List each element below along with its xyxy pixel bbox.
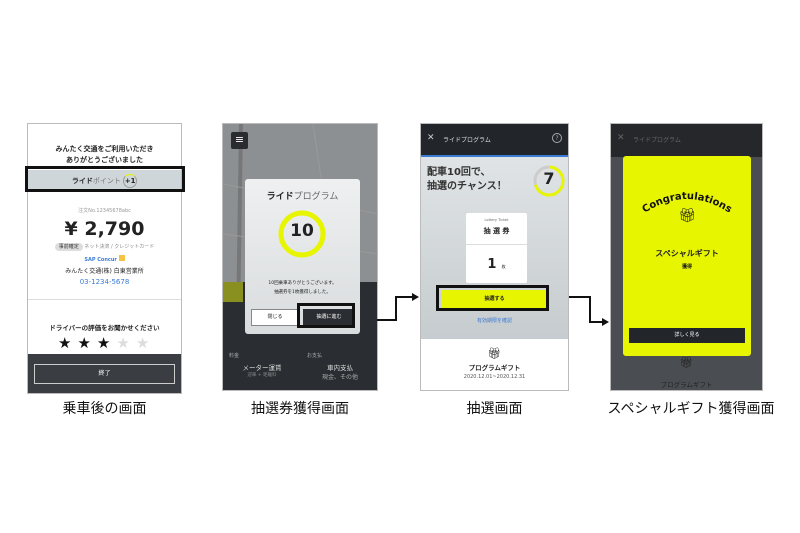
highlight-ride-points <box>25 166 185 192</box>
screen-ticket-acquired: ≡ 料金 メーター運賃 迎車 + 距離料 お支払 車内支払 現金、その他 ライド… <box>222 123 378 391</box>
gift-title: プログラムギフト <box>660 381 713 389</box>
view-details-button[interactable]: 詳しく見る <box>629 328 745 343</box>
check-expiry-link[interactable]: 有効期限を確認 <box>476 318 512 324</box>
ride-count: 7 <box>543 169 555 188</box>
caption-ticket-acquired: 抽選券獲得画面 <box>251 401 349 417</box>
progress-ring <box>278 210 326 258</box>
sap-concur-logo: SAP Concur <box>84 257 117 263</box>
fare-sub: 迎車 + 距離料 <box>247 373 277 378</box>
modal-title-light: プログラム <box>293 192 339 202</box>
close-icon[interactable]: ✕ <box>617 133 625 143</box>
congratulations-arc: Congratulations <box>640 191 733 216</box>
gift-icon: 🎁︎ <box>487 347 502 360</box>
star-icon[interactable]: ★ <box>96 334 117 352</box>
gift-period: 2020.12.01~2020.12.31 <box>463 374 526 380</box>
ride-count: 10 <box>290 221 314 241</box>
lottery-ticket: Lottery Ticket 抽 選 券 1 枚 <box>466 213 527 283</box>
obtained-label: 獲得 <box>681 264 692 270</box>
payment-value: 車内支払 <box>327 364 353 372</box>
star-icon[interactable]: ★ <box>116 334 136 352</box>
headline-2: 抽選のチャンス！ <box>427 181 507 192</box>
payment-badge: 事前確定 <box>54 243 83 251</box>
price: ¥ 2,790 <box>64 218 145 240</box>
modal-title-bold: ライド <box>266 192 294 202</box>
screen-special-gift: ✕ ライドプログラム 🎁︎ プログラムギフト Congratulations 🎁… <box>610 123 763 391</box>
ride-bold: ライド <box>71 177 93 185</box>
close-button[interactable]: 閉じる <box>251 309 299 326</box>
headline-1: 配車10回で、 <box>427 167 491 178</box>
star-icon[interactable]: ★ <box>58 334 78 352</box>
finish-button[interactable]: 終了 <box>34 364 175 384</box>
ticket-label-en: Lottery Ticket <box>484 218 509 222</box>
screen-after-ride: みんたく交通をご利用いただき ありがとうございました ライドポイント +1 注文… <box>27 123 182 394</box>
payment-label: お支払 <box>307 353 323 359</box>
caption-lottery: 抽選画面 <box>466 401 523 417</box>
header-title: ライドプログラム <box>633 137 681 144</box>
ride-points-bar[interactable]: ライドポイント +1 <box>28 170 181 192</box>
thanks-line-2: ありがとうございました <box>66 156 143 164</box>
gift-icon: 🎁︎ <box>679 356 694 369</box>
screen-lottery: ✕ ライドプログラム ? 配車10回で、 抽選のチャンス！ 7 Lottery … <box>420 123 569 391</box>
proceed-to-lottery-button[interactable]: 抽選に進む <box>303 309 355 326</box>
company-name: みんたく交通(株) 白東営業所 <box>65 268 144 275</box>
ticket-unit: 枚 <box>501 264 506 269</box>
special-gift-title: スペシャルギフト <box>655 249 719 258</box>
ticket-count: 1 <box>487 257 497 272</box>
fare-value: メーター運賃 <box>242 364 282 372</box>
star-icon[interactable]: ★ <box>135 334 156 352</box>
points-badge: +1 <box>123 174 138 188</box>
progress-ring <box>533 165 565 197</box>
concur-icon <box>118 255 125 261</box>
star-icon[interactable]: ★ <box>77 334 97 352</box>
highlight-draw <box>436 285 549 311</box>
ride-program-modal: ライドプログラム 10 10回乗車ありがとうございます。 抽選券を1枚獲得しまし… <box>245 179 360 334</box>
star-rating[interactable]: ★★★★★ <box>58 334 155 352</box>
help-icon[interactable]: ? <box>552 133 562 143</box>
gift-title: プログラムギフト <box>468 364 521 372</box>
payment-sub: 現金、その他 <box>321 374 358 381</box>
fare-label: 料金 <box>229 353 240 359</box>
highlight-proceed <box>297 303 355 328</box>
header-title: ライドプログラム <box>443 137 491 144</box>
thanks-line-1: みんたく交通をご利用いただき <box>55 145 154 153</box>
caption-after-ride: 乗車後の画面 <box>62 401 147 417</box>
congratulations-card: Congratulations 🎁︎ スペシャルギフト 獲得 詳しく見る <box>623 156 751 356</box>
rating-prompt: ドライバーの評価をお聞かせください <box>49 324 160 332</box>
caption-special-gift: スペシャルギフト獲得画面 <box>607 401 775 417</box>
menu-button[interactable]: ≡ <box>231 132 248 149</box>
arrow-head-icon <box>602 318 609 326</box>
close-icon[interactable]: ✕ <box>427 133 435 143</box>
draw-button[interactable]: 抽選する <box>441 290 548 309</box>
ride-light: ポイント <box>92 177 121 185</box>
order-number: 注文No.12345678abc <box>78 208 131 214</box>
arrow-head-icon <box>412 293 419 301</box>
modal-message-1: 10回乗車ありがとうございます。 <box>268 281 337 286</box>
modal-message-2: 抽選券を1枚獲得しました。 <box>274 290 331 295</box>
phone-link[interactable]: 03-1234-5678 <box>79 278 130 286</box>
gift-icon: 🎁︎ <box>678 208 696 224</box>
ticket-label-jp: 抽 選 券 <box>483 227 510 235</box>
payment-method: ネット決済 / クレジットカード <box>84 244 155 250</box>
